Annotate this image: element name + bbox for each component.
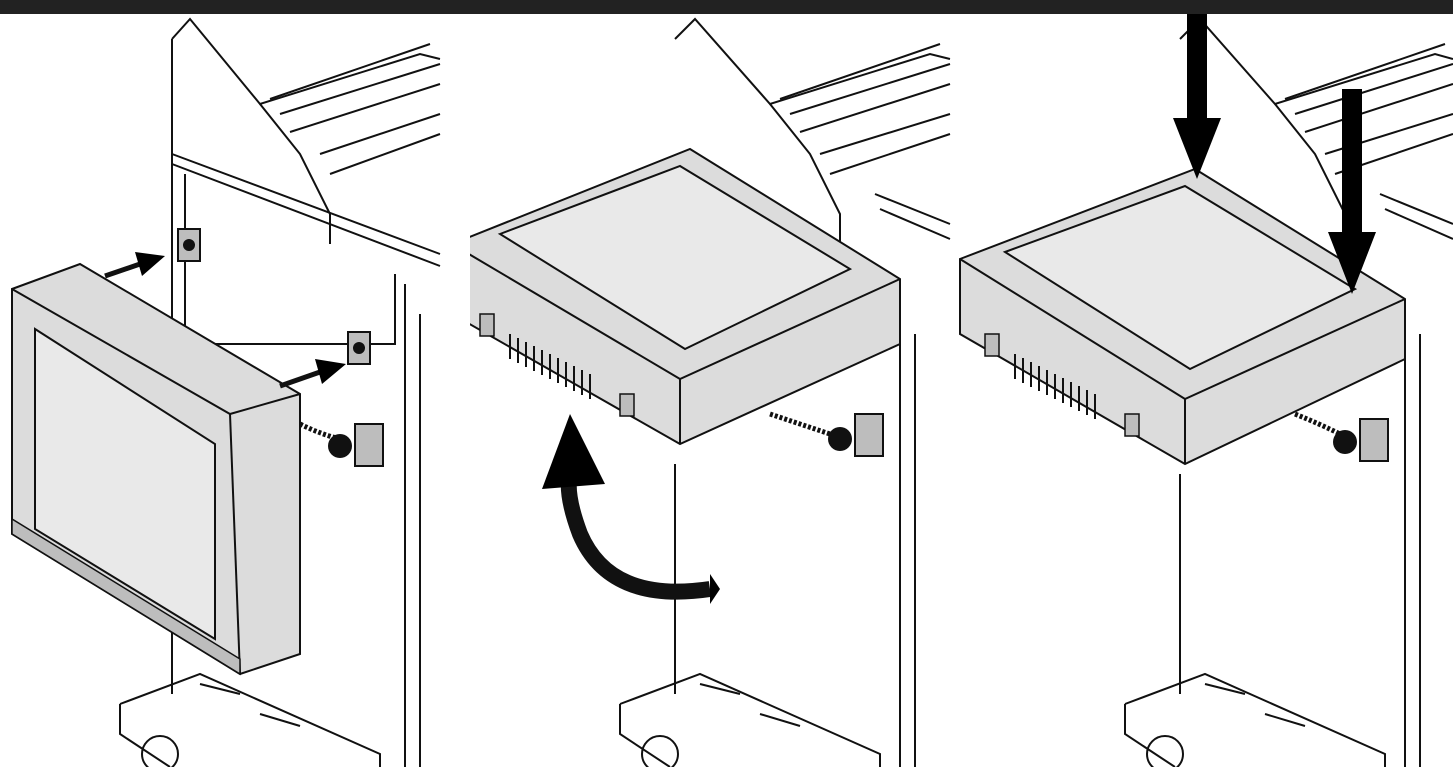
base-slots	[1204, 683, 1306, 727]
side-tray	[11, 262, 301, 676]
grill-rails	[1284, 43, 1453, 133]
grill-rails	[269, 43, 441, 133]
step-2-panel	[470, 14, 955, 767]
tray-hinge-right	[1124, 413, 1140, 437]
tray-inner-surface	[34, 327, 216, 641]
burner-knobs-row	[319, 113, 441, 175]
step-1-illustration	[11, 17, 441, 767]
base-slots	[699, 683, 801, 727]
press-arrow-left	[1173, 14, 1221, 179]
tray-inner-surface	[1002, 184, 1358, 371]
press-arrow-right	[1328, 89, 1376, 294]
gas-hose	[298, 421, 384, 467]
side-tray	[959, 167, 1406, 466]
caster-wheel	[641, 735, 679, 767]
step-3-illustration	[959, 14, 1453, 767]
cart-hood-edge	[259, 103, 331, 244]
cart-hood-edge	[769, 103, 841, 254]
cart-side-frame	[674, 17, 951, 106]
cart-leg	[404, 284, 421, 767]
rotate-up-arrow	[542, 414, 720, 604]
cart-crossbar	[1379, 193, 1453, 240]
cart-mount-plate	[184, 174, 396, 345]
tray-vent-slots	[509, 334, 591, 399]
mount-bracket-lower	[347, 331, 371, 365]
tray-vent-slots	[1014, 354, 1096, 419]
push-arrow-upper	[104, 252, 165, 279]
cart-base	[119, 672, 381, 767]
caster-wheel	[141, 735, 179, 767]
push-arrow-lower	[279, 359, 346, 389]
step-1-panel	[0, 14, 470, 767]
step-3-panel	[955, 14, 1453, 767]
cart-crossbar	[874, 193, 951, 240]
side-tray	[470, 147, 901, 446]
top-border-bar	[0, 0, 1453, 14]
caster-wheel	[1146, 735, 1184, 767]
grill-rails	[779, 43, 951, 133]
cart-crossbar	[171, 153, 441, 267]
mount-bracket-upper	[177, 228, 201, 262]
tray-hinge-right	[619, 393, 635, 417]
step-2-illustration	[470, 17, 951, 767]
tray-hinge-left	[479, 313, 495, 337]
burner-knobs-row	[819, 113, 951, 175]
cart-base	[619, 672, 881, 767]
cart-side-frame	[1179, 17, 1453, 106]
cart-leg	[899, 314, 916, 767]
tray-inner-surface	[497, 164, 853, 351]
tray-hinge-left	[984, 333, 1000, 357]
gas-hose	[769, 411, 884, 457]
cart-leg	[1404, 314, 1421, 767]
base-slots	[199, 683, 301, 727]
cart-base	[1124, 672, 1386, 767]
gas-hose	[1294, 411, 1389, 462]
